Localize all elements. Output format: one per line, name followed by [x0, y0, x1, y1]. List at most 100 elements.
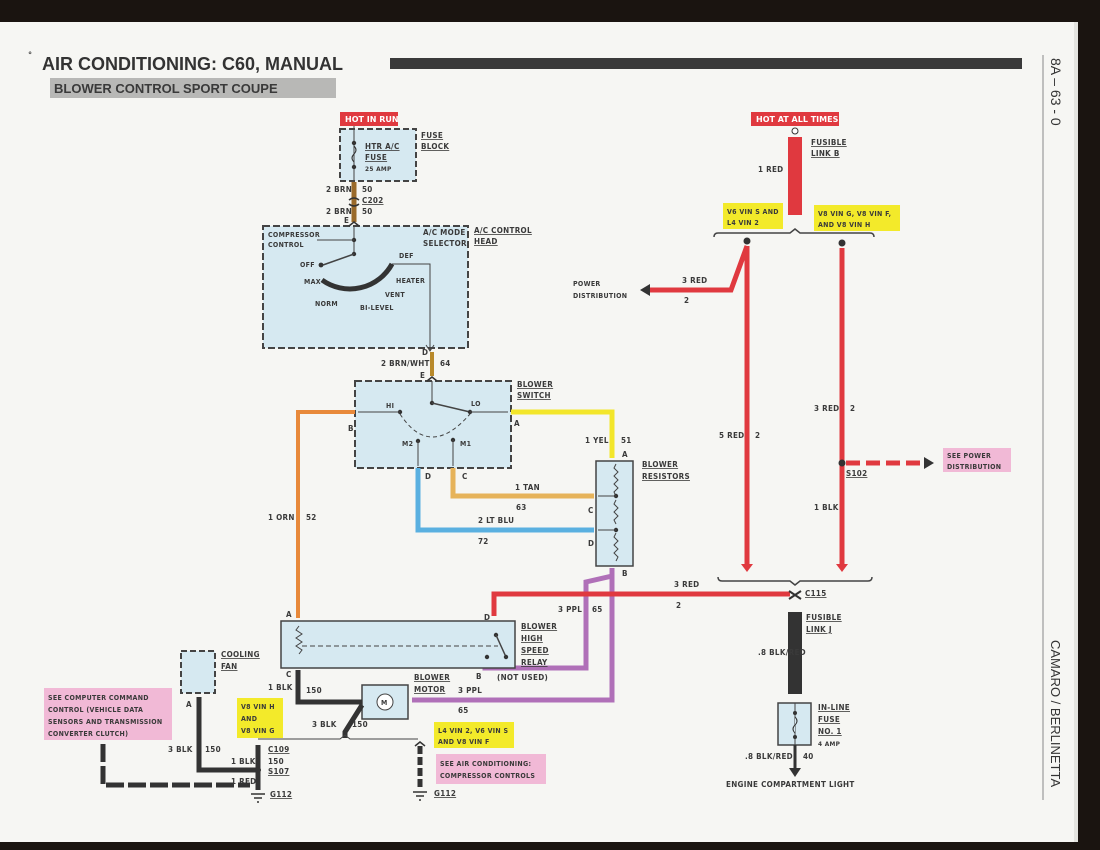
control-head-label: A/C CONTROL	[474, 226, 532, 235]
resistors-label: BLOWER	[642, 460, 678, 469]
note-text: L4 VIN 2	[727, 219, 759, 227]
wire-63	[450, 468, 594, 499]
note-text: L4 VIN 2, V6 VIN S	[438, 727, 508, 735]
fuse-node	[351, 140, 357, 146]
pin-label: C	[286, 670, 292, 679]
fusible-link-j	[788, 612, 802, 694]
pin-label: C	[588, 506, 594, 515]
pin-label: D	[422, 348, 428, 357]
pin-label: D	[588, 539, 594, 548]
motor-label: MOTOR	[414, 685, 446, 694]
manual-page: ° AIR CONDITIONING: C60, MANUAL BLOWER C…	[0, 22, 1078, 842]
blower-switch-label: SWITCH	[517, 391, 551, 400]
blower-switch-label: BLOWER	[517, 380, 553, 389]
resistor-icon	[613, 463, 619, 562]
note-ac-compressor	[436, 754, 546, 784]
pin-label: A	[286, 610, 292, 619]
motor-icon	[376, 693, 394, 711]
motor-label: BLOWER	[414, 673, 450, 682]
power-distribution-label: POWER	[573, 280, 601, 288]
not-used-label: (NOT USED)	[497, 673, 548, 682]
option-bracket	[717, 576, 873, 586]
cooling-fan	[180, 650, 216, 694]
fusible-link-label: LINK J	[806, 625, 832, 634]
control-head-label: HEAD	[474, 237, 498, 246]
note-text: V8 VIN H	[241, 703, 275, 711]
switch-arm	[431, 402, 471, 413]
fusible-link-label: FUSIBLE	[806, 613, 842, 622]
fuse-icon	[792, 716, 798, 734]
note-ccc	[44, 688, 172, 740]
circuit-number: 150	[268, 757, 284, 766]
wire-label: .8 BLK/RED	[745, 752, 793, 761]
connector-c115-icon	[788, 590, 802, 600]
wire-ccc	[100, 722, 250, 788]
compressor-control-label: COMPRESSOR	[268, 231, 320, 239]
pin-label: A	[514, 419, 520, 428]
wire-red-relay	[491, 591, 790, 616]
note-text: AND V8 VIN F	[438, 738, 490, 746]
wire-label: 1 TAN	[515, 483, 540, 492]
fusible-link-b	[788, 137, 802, 215]
wire-label: 2 BRN/WHT	[381, 359, 430, 368]
wire-label: 3 RED	[674, 580, 699, 589]
internal-wire	[392, 263, 431, 350]
hot-at-all-times-label: HOT AT ALL TIMES	[756, 115, 839, 124]
pin-label: B	[348, 424, 354, 433]
blower-switch	[354, 380, 512, 469]
blower-high-speed-relay	[280, 620, 516, 669]
connector-icon	[426, 376, 438, 382]
page-title: AIR CONDITIONING: C60, MANUAL	[42, 54, 343, 74]
wire-label: 3 PPL	[558, 605, 582, 614]
wire-label: 3 RED	[814, 404, 839, 413]
pin-label: D	[425, 472, 431, 481]
selector-label: A/C MODE	[423, 228, 466, 237]
relay-label: RELAY	[521, 658, 548, 667]
hot-in-run-label: HOT IN RUN	[345, 115, 399, 124]
blower-resistors	[595, 460, 634, 567]
position-heater: HEATER	[396, 277, 425, 285]
circuit-number: 2	[684, 296, 689, 305]
switch-pos-hi: HI	[386, 402, 394, 410]
cooling-fan-label: FAN	[221, 662, 238, 671]
connector-icon	[348, 221, 360, 227]
note-text: CONVERTER CLUTCH)	[48, 730, 128, 738]
circuit-number: 64	[440, 359, 451, 368]
circuit-number: 2	[676, 601, 681, 610]
circuit-number: 63	[516, 503, 527, 512]
wire-52	[296, 410, 355, 618]
wire-label: 1 RED	[758, 165, 783, 174]
arrow-icon	[924, 457, 934, 469]
circuit-number: 150	[306, 686, 322, 695]
note-text: V8 VIN G	[241, 727, 275, 735]
fusible-link-label: FUSIBLE	[811, 138, 847, 147]
selector-arm	[322, 253, 355, 266]
position-off: OFF	[300, 261, 315, 269]
arrow-icon	[789, 768, 801, 777]
terminal	[791, 127, 799, 135]
subtitle-bg	[50, 78, 336, 98]
connector-icon	[414, 741, 426, 747]
wire-label: 2 LT BLU	[478, 516, 514, 525]
position-max: MAX	[304, 278, 321, 286]
splice-s102	[838, 459, 846, 467]
note-text: DISTRIBUTION	[947, 463, 1001, 471]
pin-label: E	[344, 216, 349, 225]
arrow-icon	[640, 284, 650, 296]
wire-label: 5 RED	[719, 431, 744, 440]
note-text: SEE POWER	[947, 452, 991, 460]
wire-65-motor	[412, 568, 615, 703]
wire-label: 1 BLK	[231, 757, 256, 766]
circuit-number: 52	[306, 513, 317, 522]
note-text: V6 VIN S AND	[727, 208, 779, 216]
relay-label: HIGH	[521, 634, 543, 643]
wiring-diagram: ° AIR CONDITIONING: C60, MANUAL BLOWER C…	[28, 51, 1064, 803]
page-number: 8A – 63 - 0	[1048, 58, 1064, 126]
splice-s107	[255, 767, 261, 773]
fuse-node	[351, 164, 357, 170]
position-norm: NORM	[315, 300, 338, 308]
note-text: COMPRESSOR CONTROLS	[440, 772, 535, 780]
connector-c109: C109	[268, 745, 290, 754]
circuit-number: 150	[352, 720, 368, 729]
splice-s102-label: S102	[846, 469, 867, 478]
